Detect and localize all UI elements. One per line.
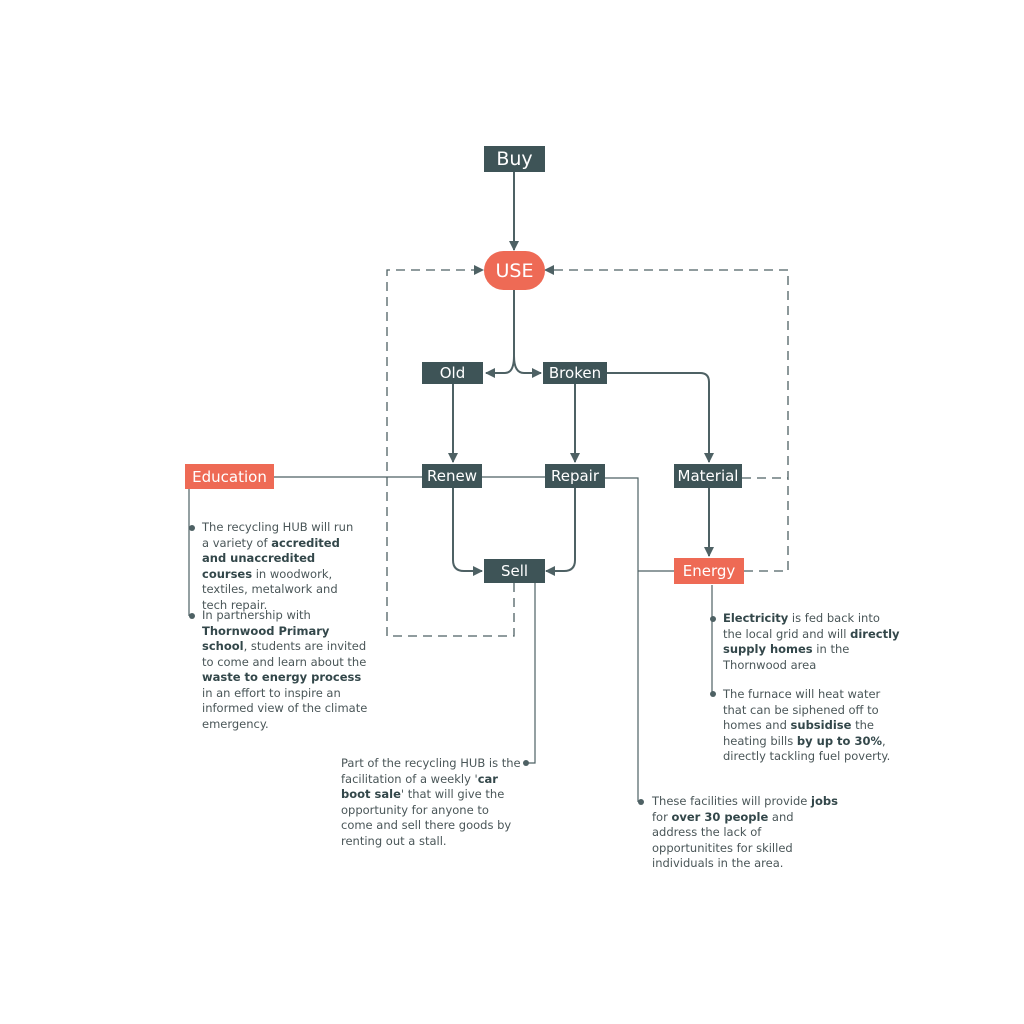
car-boot-sale-note: Part of the recycling HUB is the facilit… bbox=[341, 756, 521, 849]
renew-node: Renew bbox=[422, 464, 482, 488]
electricity-note: Electricity is fed back into the local g… bbox=[723, 611, 901, 673]
use-to-split-line bbox=[504, 290, 515, 374]
note-text: in the Thornwood area bbox=[723, 642, 850, 672]
note-bold-text: jobs bbox=[811, 794, 838, 808]
use-node: USE bbox=[484, 251, 545, 290]
note-text: for bbox=[652, 809, 672, 824]
note-text: in an effort to inspire an informed view… bbox=[202, 685, 368, 731]
old-node: Old bbox=[422, 362, 483, 384]
repair-to-sell-arrow bbox=[545, 488, 576, 576]
broken-node: Broken bbox=[543, 362, 607, 384]
note-bold-text: accredited and unaccredited courses bbox=[202, 535, 340, 581]
buy-node: Buy bbox=[484, 146, 545, 172]
note-text: Part of the recycling HUB is the facilit… bbox=[341, 756, 521, 786]
note-text: is fed back into the local grid and will bbox=[723, 611, 880, 641]
education-node: Education bbox=[185, 464, 274, 489]
bullet-dot bbox=[710, 691, 716, 697]
note-bold-text: car boot sale bbox=[341, 771, 498, 802]
repair-node: Repair bbox=[545, 464, 605, 488]
furnace-note: The furnace will heat water that can be … bbox=[723, 687, 895, 765]
sell-carboot-connector bbox=[527, 583, 536, 764]
note-text: , students are invited to come and learn… bbox=[202, 639, 367, 669]
broken-to-material-arrow bbox=[607, 372, 714, 463]
sell-to-use-dashed-loop bbox=[386, 265, 515, 637]
note-bold-text: directly supply homes bbox=[723, 626, 900, 657]
bullet-dot bbox=[710, 616, 716, 622]
education-courses-note: The recycling HUB will run a variety of … bbox=[202, 520, 362, 613]
note-text: The furnace will heat water that can be … bbox=[723, 687, 881, 732]
bullet-dot bbox=[523, 760, 529, 766]
note-text: the heating bills bbox=[723, 718, 874, 748]
repair-jobs-connector bbox=[605, 477, 639, 802]
renew-to-sell-arrow bbox=[452, 488, 483, 576]
note-bold-text: Electricity bbox=[723, 611, 789, 625]
jobs-note: These facilities will provide jobs for o… bbox=[652, 794, 842, 872]
bullet-dot bbox=[638, 799, 644, 805]
note-bold-text: by up to 30% bbox=[796, 733, 882, 748]
material-node: Material bbox=[674, 464, 742, 488]
energy-to-use-dashed-loop bbox=[544, 265, 789, 572]
split-to-broken-arrow bbox=[513, 355, 542, 378]
bullet-dot bbox=[189, 525, 195, 531]
note-text: These facilities will provide bbox=[652, 794, 812, 808]
note-bold-text: waste to energy process bbox=[202, 670, 362, 684]
bullet-dot bbox=[189, 613, 195, 619]
sell-node: Sell bbox=[484, 559, 545, 583]
note-text: ' that will give the opportunity for any… bbox=[341, 787, 512, 848]
note-bold-text: subsidise bbox=[790, 718, 852, 732]
note-text: in woodwork, textiles, metalwork and tec… bbox=[202, 566, 338, 612]
energy-node: Energy bbox=[674, 558, 744, 584]
note-bold-text: over 30 people bbox=[671, 809, 769, 824]
education-school-note: In partnership with Thornwood Primary sc… bbox=[202, 608, 374, 732]
note-text: In partnership with bbox=[202, 608, 311, 622]
note-text: The recycling HUB will run a variety of bbox=[202, 520, 354, 550]
note-text: and address the lack of opportunitites f… bbox=[652, 809, 794, 871]
note-bold-text: Thornwood Primary school bbox=[202, 623, 330, 654]
note-text: , directly tackling fuel poverty. bbox=[723, 733, 891, 764]
